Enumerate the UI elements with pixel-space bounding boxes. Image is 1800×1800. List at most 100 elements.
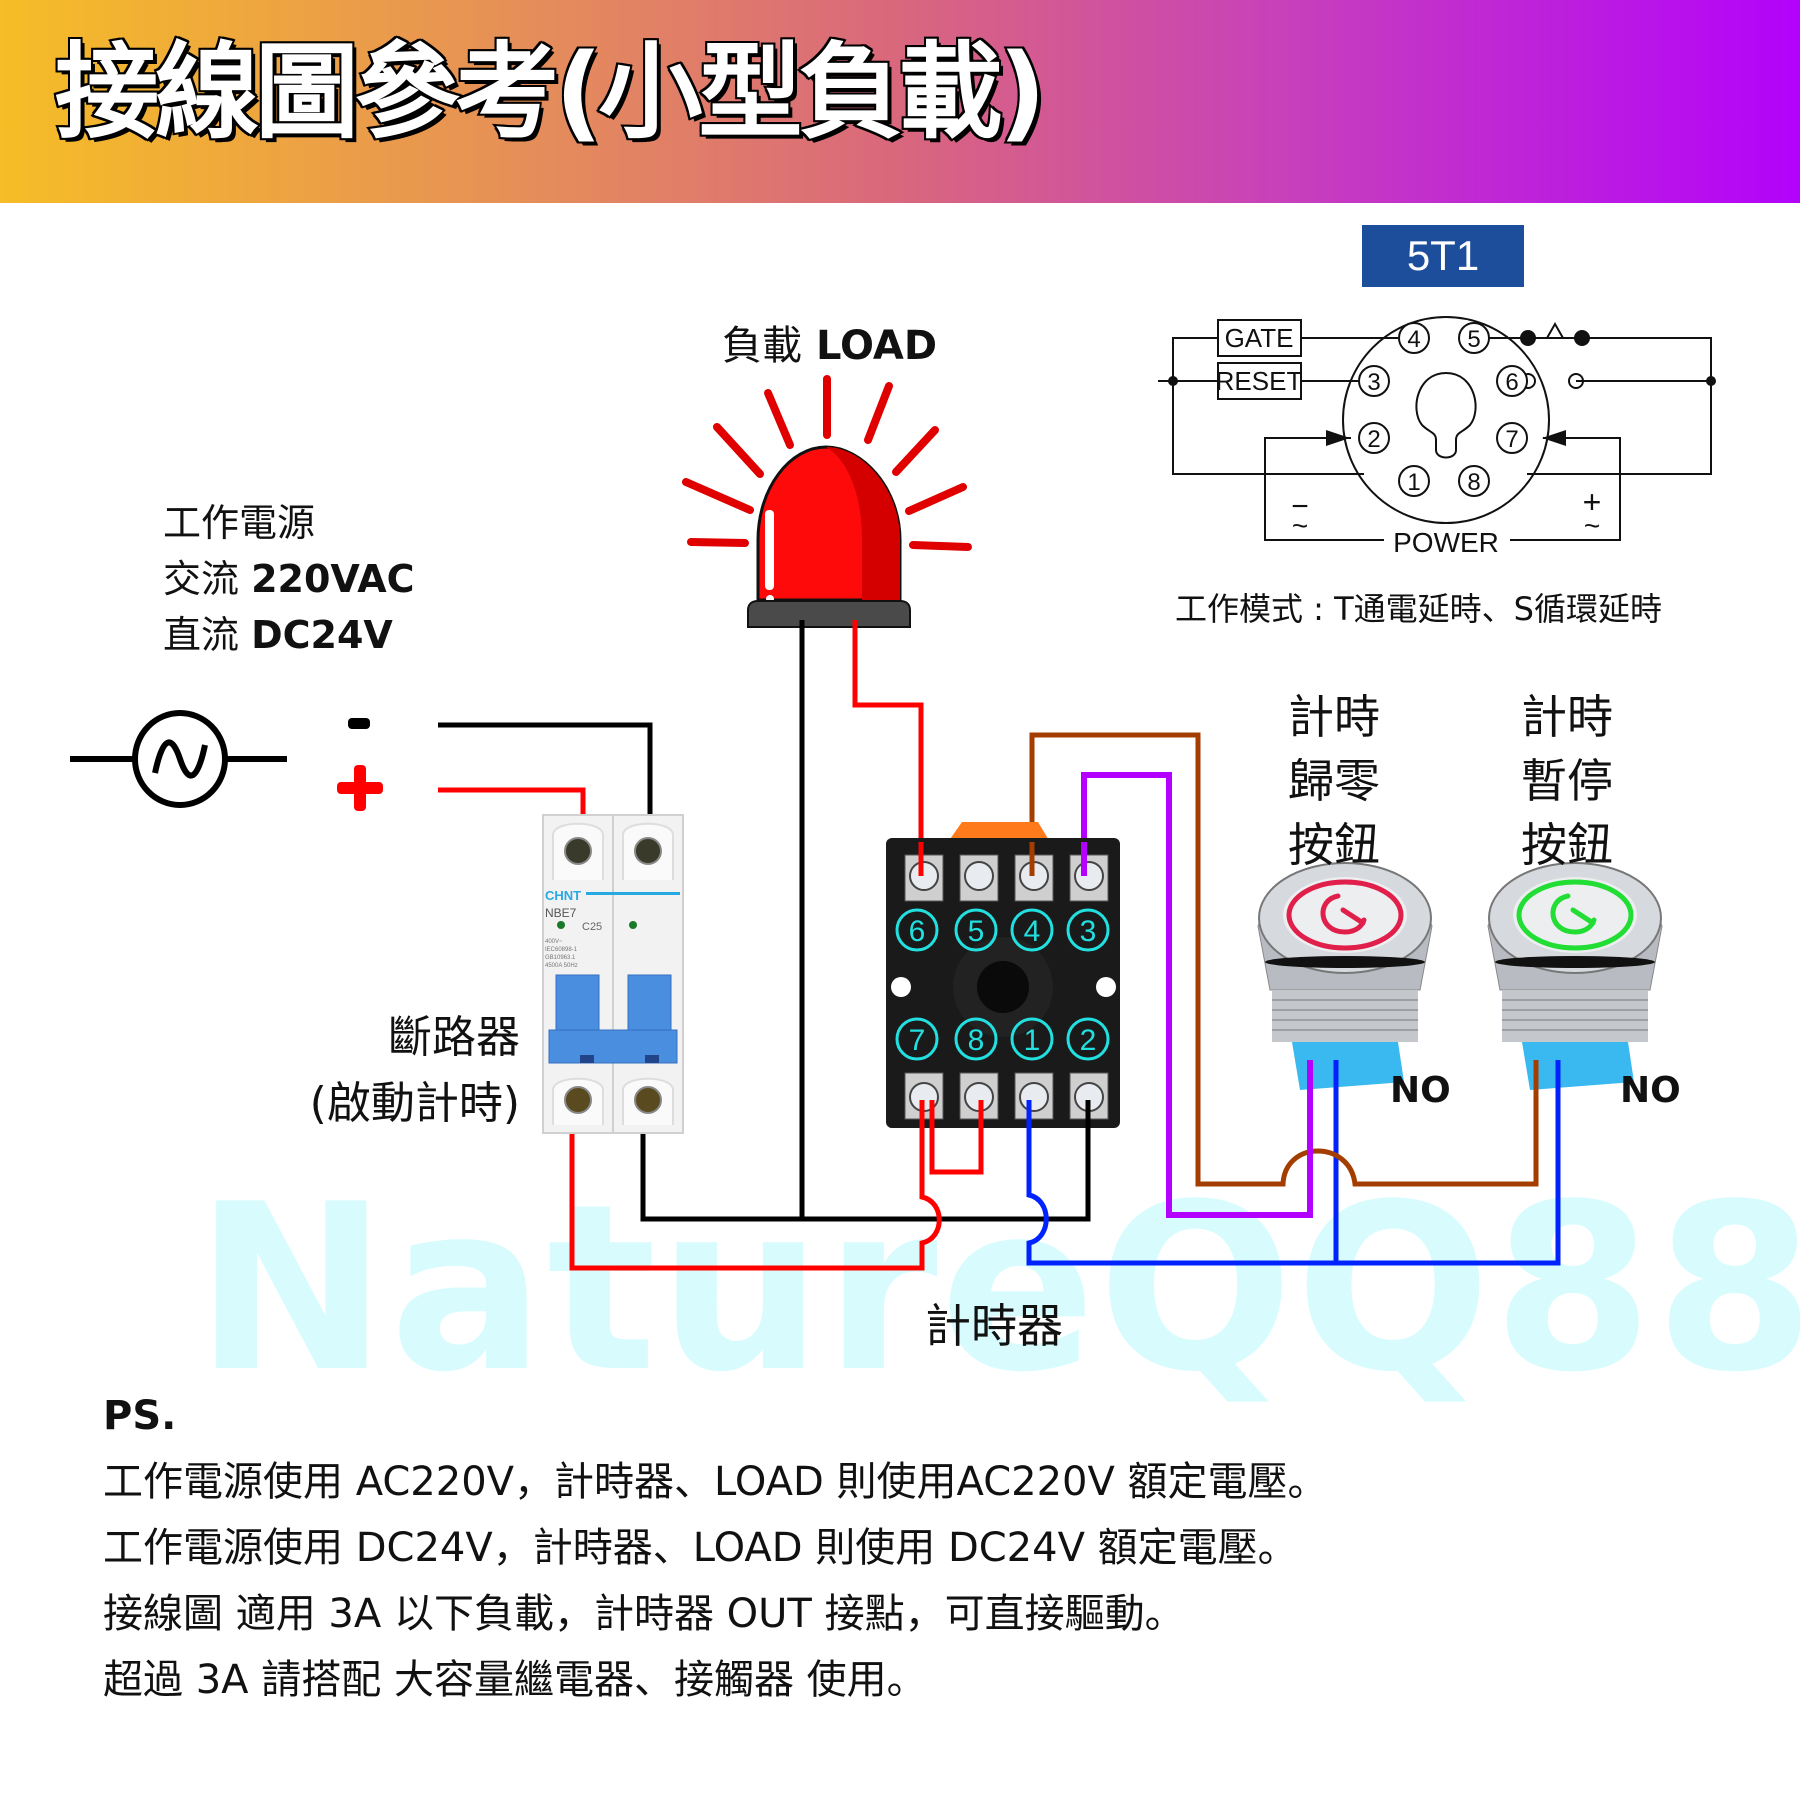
indicator-icon xyxy=(629,921,637,929)
load-label: 負載 LOAD xyxy=(722,313,937,371)
minus-terminal-icon xyxy=(348,718,370,729)
note-line: 接線圖 適用 3A 以下負載，計時器 OUT 接點，可直接驅動。 xyxy=(103,1591,1185,1637)
pause-button-label-line1: 計時 xyxy=(1521,690,1613,744)
power-label: POWER xyxy=(1393,527,1499,558)
screw-icon xyxy=(634,837,662,865)
breaker-rating: C25 xyxy=(582,921,602,933)
power-source-title: 工作電源 xyxy=(163,501,316,545)
terminal-label: 7 xyxy=(909,1024,926,1057)
pin-label: 1 xyxy=(1407,469,1420,496)
plus-symbol: + xyxy=(1583,484,1602,520)
breaker-model: NBE7 xyxy=(545,906,577,920)
pinout-diagram xyxy=(1158,316,1712,541)
screw-icon xyxy=(964,861,994,891)
breaker-spec: GB10963.1 xyxy=(545,955,576,961)
power-source-dc: 直流 DC24V xyxy=(163,607,415,663)
terminal-label: 5 xyxy=(968,915,985,948)
wire-red-jumper xyxy=(929,1135,984,1175)
ac-source-icon xyxy=(70,710,287,808)
gate-label: GATE xyxy=(1225,323,1294,353)
ac-symbol: ~ xyxy=(1292,510,1308,541)
wire-red-load xyxy=(852,620,924,872)
indicator-ring xyxy=(1516,879,1634,951)
indicator-icon xyxy=(557,921,565,929)
ac-value: 220VAC xyxy=(251,557,415,601)
screw-icon xyxy=(564,1086,592,1114)
work-mode-text: 工作模式 : T通電延時、S循環延時 xyxy=(1175,590,1662,628)
pin-5 xyxy=(1458,322,1490,354)
breaker-label-line2: (啟動計時) xyxy=(309,1078,520,1129)
load-label-en: LOAD xyxy=(815,323,938,369)
screw-icon xyxy=(634,1086,662,1114)
pause-button-contact: NO xyxy=(1620,1070,1681,1111)
pinout-pins xyxy=(1358,322,1528,497)
pin-label: 4 xyxy=(1407,326,1420,353)
note-line: 工作電源使用 AC220V，計時器、LOAD 則使用AC220V 額定電壓。 xyxy=(103,1459,1328,1505)
load-label-cn: 負載 xyxy=(722,323,802,369)
siren-beacon-icon xyxy=(682,375,972,628)
circuit-breaker: CHNT NBE7 C25 400V~ IEC60898-1 GB10963.1… xyxy=(542,814,684,1134)
breaker-brand: CHNT xyxy=(545,888,581,903)
terminal-label: 8 xyxy=(968,1024,985,1057)
screw-icon xyxy=(564,837,592,865)
reset-button-label-line3: 按鈕 xyxy=(1288,818,1380,872)
screw-icon xyxy=(1074,861,1104,891)
watermark: NatureQQ88 xyxy=(195,1156,1800,1423)
power-source-label: 工作電源 交流 220VAC 直流 DC24V xyxy=(163,495,415,663)
reset-label: RESET xyxy=(1216,366,1303,396)
pause-push-button xyxy=(1487,862,1663,1090)
reset-button-label-line2: 歸零 xyxy=(1288,754,1380,808)
notes-heading: PS. xyxy=(103,1393,177,1439)
ac-symbol: ~ xyxy=(1584,510,1600,541)
pinout-dots xyxy=(1168,330,1716,446)
terminal-label: 2 xyxy=(1080,1024,1097,1057)
pin-7 xyxy=(1496,422,1528,454)
pin-label: 8 xyxy=(1467,469,1480,496)
pause-button-label-line3: 按鈕 xyxy=(1521,818,1613,872)
pin-label: 3 xyxy=(1367,369,1380,396)
terminal-label: 4 xyxy=(1024,915,1041,948)
note-line: 工作電源使用 DC24V，計時器、LOAD 則使用 DC24V 額定電壓。 xyxy=(103,1525,1298,1571)
pin-label: 5 xyxy=(1467,326,1480,353)
ac-prefix: 交流 xyxy=(163,557,240,601)
breaker-spec: 4500A 50Hz xyxy=(545,963,578,969)
breaker-label-line1: 斷路器 xyxy=(388,1012,520,1063)
timer-socket: 6 5 4 3 7 8 1 2 xyxy=(886,822,1120,1128)
pin-label: 7 xyxy=(1505,426,1518,453)
wire-black-source xyxy=(438,722,653,842)
pin-3 xyxy=(1358,365,1390,397)
notes: PS. 工作電源使用 AC220V，計時器、LOAD 則使用AC220V 額定電… xyxy=(103,1383,1328,1713)
page-title: 接線圖參考(小型負載) xyxy=(53,31,1048,153)
title-banner: 接線圖參考(小型負載) xyxy=(0,0,1800,203)
pin-4 xyxy=(1398,322,1430,354)
screw-icon xyxy=(909,861,939,891)
minus-symbol: − xyxy=(1291,490,1309,523)
power-symbol-icon xyxy=(1550,893,1597,935)
reset-push-button xyxy=(1257,862,1433,1090)
model-badge: 5T1 xyxy=(1362,225,1524,287)
breaker-spec: IEC60898-1 xyxy=(545,947,578,953)
pin-label: 2 xyxy=(1367,426,1380,453)
terminal-label: 6 xyxy=(909,915,926,948)
power-symbol-icon xyxy=(1320,893,1367,935)
pin-8 xyxy=(1458,465,1490,497)
wire-blue-common xyxy=(1026,1086,1561,1266)
indicator-ring xyxy=(1286,879,1404,951)
wire-black-bus xyxy=(640,1118,1091,1222)
power-source-ac: 交流 220VAC xyxy=(163,551,415,607)
breaker-label: 斷路器 (啟動計時) xyxy=(285,1005,520,1137)
terminal-label: 3 xyxy=(1080,915,1097,948)
reset-button-contact: NO xyxy=(1390,1070,1451,1111)
reset-button-label: 計時 歸零 按鈕 xyxy=(1288,685,1380,877)
pause-button-label-line2: 暫停 xyxy=(1521,754,1613,808)
wire-red-bus xyxy=(569,1118,942,1271)
timer-label: 計時器 xyxy=(925,1299,1063,1353)
terminal-label: 1 xyxy=(1024,1024,1041,1057)
pin-1 xyxy=(1398,465,1430,497)
dc-value: DC24V xyxy=(251,613,393,657)
pause-button-label: 計時 暫停 按鈕 xyxy=(1521,685,1613,877)
reset-button-label-line1: 計時 xyxy=(1288,690,1380,744)
breaker-spec: 400V~ xyxy=(545,939,563,945)
dc-prefix: 直流 xyxy=(163,613,240,657)
